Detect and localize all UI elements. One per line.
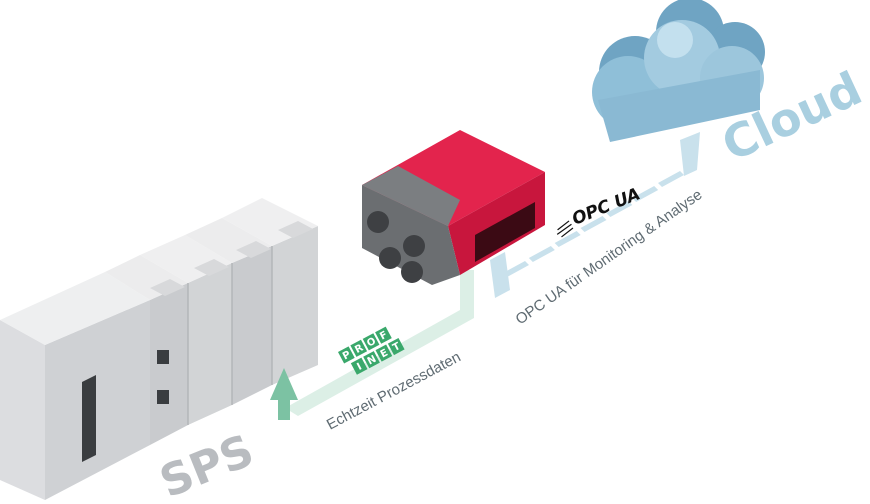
profinet-cell <box>350 339 368 357</box>
opcua-logo-text: OPC UA <box>569 184 643 229</box>
opcua-dash <box>632 186 659 202</box>
plc-indicator-2 <box>157 390 169 404</box>
device-connector-4 <box>401 261 423 283</box>
cloud-highlight <box>657 22 693 58</box>
profinet-letter: O <box>365 336 378 350</box>
profinet-cell <box>362 333 380 351</box>
device-grey-top <box>362 166 460 226</box>
realtime-path <box>270 270 474 420</box>
profinet-cell <box>375 326 392 344</box>
plc-main-top <box>0 272 150 345</box>
profinet-cell <box>363 351 380 369</box>
opcua-logo: OPC UA <box>556 184 643 238</box>
profinet-letter: P <box>341 349 353 362</box>
plc-connector-2 <box>194 259 229 276</box>
opcua-dash <box>503 261 529 277</box>
opcua-dash <box>554 231 581 247</box>
plc-rack <box>0 198 318 500</box>
plc-module-2-front <box>188 263 232 425</box>
profinet-letter: T <box>391 341 402 354</box>
profinet-cell <box>375 344 393 362</box>
plc-connector-3 <box>236 241 271 258</box>
label-sps: SPS <box>153 425 261 504</box>
opcua-dash <box>528 246 555 262</box>
opcua-path <box>490 132 700 298</box>
opcua-arrow-icon <box>680 132 700 176</box>
profinet-cell <box>387 337 405 356</box>
profinet-letter: I <box>355 361 363 372</box>
plc-connector-1 <box>150 279 185 296</box>
device-connector-1 <box>367 211 389 233</box>
profinet-cell <box>350 357 368 375</box>
profinet-cell <box>338 346 355 364</box>
plc-display <box>82 375 96 462</box>
plc-main-side <box>45 300 150 500</box>
realtime-arrow-icon <box>270 368 298 420</box>
cloud-shape <box>592 0 765 142</box>
device-connector-2 <box>379 247 401 269</box>
opcua-dash <box>658 171 684 187</box>
device-connector-3 <box>403 235 425 257</box>
plc-module-4-front <box>272 226 318 385</box>
opcua-dash <box>580 216 607 232</box>
opcua-logo-swoosh <box>556 220 574 238</box>
plc-main-front <box>0 320 45 500</box>
io-device <box>362 130 545 285</box>
cloud-base <box>598 70 760 142</box>
realtime-path-band <box>285 270 474 416</box>
opcua-arrow-base <box>490 252 510 298</box>
plc-module-3-front <box>232 246 272 405</box>
plc-connector-4 <box>278 221 313 238</box>
profinet-letter: F <box>378 330 389 343</box>
plc-indicator-1 <box>157 350 169 364</box>
device-window <box>475 202 535 262</box>
opcua-dash <box>606 201 633 217</box>
profinet-letter: E <box>379 347 390 360</box>
